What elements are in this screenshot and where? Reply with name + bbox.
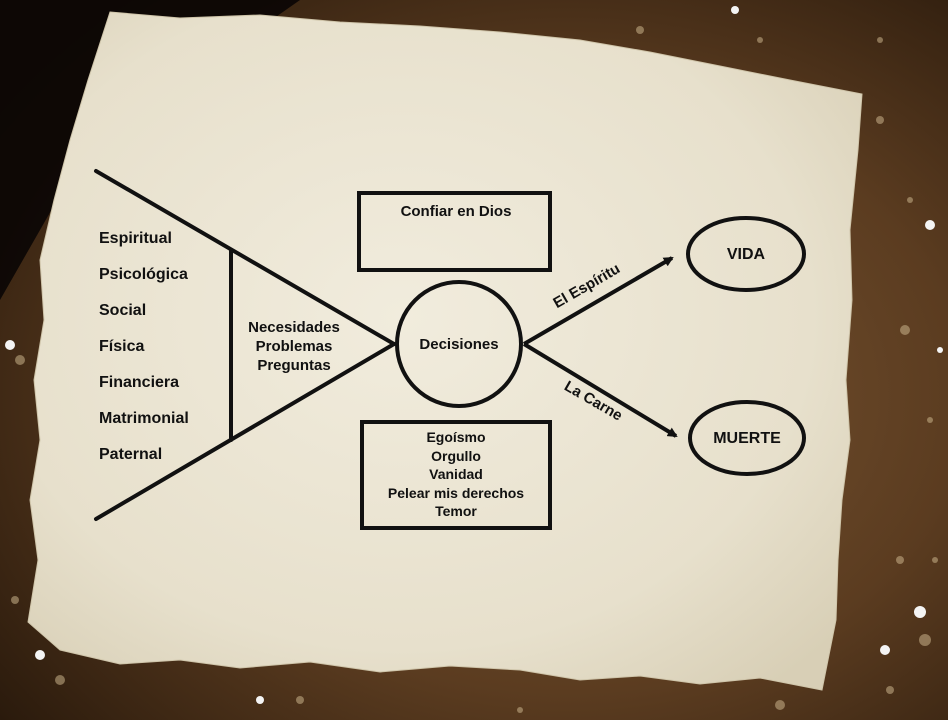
vida-ellipse	[686, 216, 806, 292]
category-item: Psicológica	[99, 266, 188, 283]
bottom-box-item: Orgullo	[431, 447, 481, 464]
top-box-label: Confiar en Dios	[401, 203, 512, 220]
bottom-box-item: Egoísmo	[426, 429, 486, 445]
category-item: Espiritual	[99, 230, 172, 247]
funnel-lower-line	[94, 342, 396, 521]
inner-label: Preguntas	[257, 357, 331, 374]
category-item: Física	[99, 338, 145, 355]
soil-speckles	[11, 26, 938, 713]
bottom-box	[360, 420, 552, 530]
muerte-label: MUERTE	[713, 430, 781, 447]
funnel-lines	[94, 169, 396, 521]
category-item: Financiera	[99, 374, 180, 391]
funnel-upper-line	[94, 169, 396, 346]
bottom-box-item: Temor	[435, 503, 477, 519]
inner-label: Problemas	[255, 338, 333, 355]
category-item: Social	[99, 302, 147, 319]
arrow-to-muerte	[522, 342, 678, 438]
top-box	[357, 191, 552, 272]
vida-label: VIDA	[727, 246, 766, 263]
category-item: Paternal	[99, 446, 163, 463]
muerte-ellipse	[688, 400, 806, 476]
inner-label: Necesidades	[248, 319, 340, 336]
torn-paper	[27, 11, 863, 691]
dark-corner	[0, 0, 300, 300]
white-pebbles	[5, 6, 943, 704]
bottom-box-item: Vanidad	[429, 466, 483, 482]
bottom-box-item: Pelear mis derechos	[387, 484, 525, 501]
center-node-label: Decisiones	[419, 336, 498, 353]
arrow-to-vida	[522, 256, 674, 346]
decisions-circle	[395, 280, 523, 408]
category-item: Matrimonial	[99, 410, 189, 427]
bottom-box-list: Egoísmo Orgullo Vanidad Pelear mis derec…	[362, 428, 550, 521]
